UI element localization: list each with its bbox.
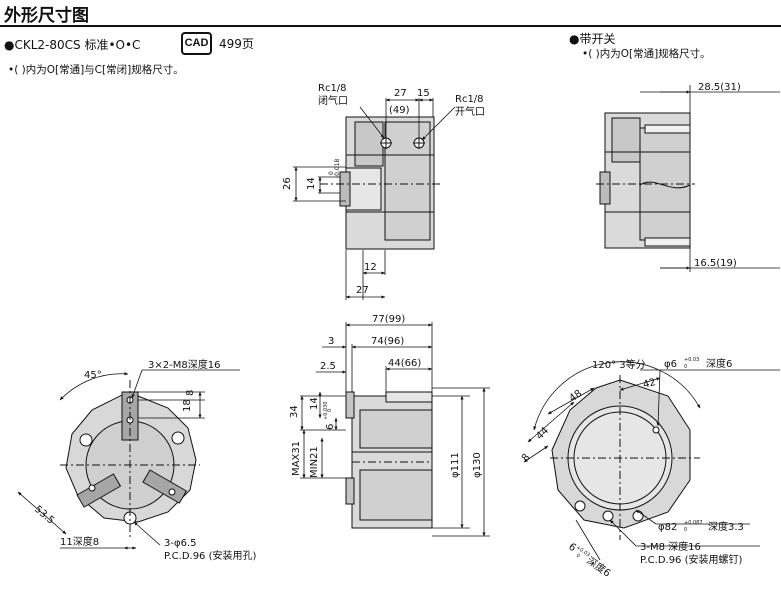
model-label: ●CKL2-80CS 标准•O•C [4,38,141,52]
dim-8-right: 8 [520,452,533,464]
dim-14-front: 14 [309,397,320,410]
pin-tol-upper: +0.03 [684,357,699,363]
dim-max31: MAX31 [291,441,302,476]
dim-44: 44 [534,425,551,442]
dim-6-front: 6 [325,424,336,430]
page-reference[interactable]: 499页 [219,37,254,51]
pcd-mount-holes: P.C.D.96 (安装用孔) [164,549,256,562]
pin-tol-lower: 0 [684,364,687,370]
center-bore: φ82 [658,522,677,533]
side-view-labels: Rc1/8 闭气口 Rc1/8 开气口 27 15 (49) 26 14 0 -… [282,83,485,296]
dim-3: 3 [328,336,334,347]
thread-m8: 3-M8 深度16 [640,540,701,553]
switch-note: •( )内为O[常通]规格尺寸。 [582,48,711,60]
dim-phi130: φ130 [472,452,483,478]
pin-diameter: φ6 [664,359,677,370]
front-view-dimensions [300,322,490,537]
dim-14: 14 [306,177,317,190]
dim-42: 42 [642,377,657,391]
dim-34: 34 [289,405,300,418]
dim-18: 18 [182,399,193,412]
switch-dim-top: 28.5(31) [698,82,741,93]
dim-2-5: 2.5 [320,361,336,372]
dim-49: (49) [389,105,410,116]
right-view-labels: 120° 3等分 φ6 +0.03 0 深度6 42 48 44 8 φ82 +… [520,357,744,580]
front-view-labels: 77(99) 74(96) 3 44(66) 2.5 34 14 6 +0.03… [289,314,483,478]
left-view-labels: 45° 3×2-M8深度16 18 8 53.5 11深度8 3-φ6.5 P.… [32,358,256,562]
page-title: 外形尺寸图 [4,6,89,26]
cad-icon[interactable]: CAD [181,32,212,55]
front-tol-lower: 0 [327,409,333,412]
dim-74-96: 74(96) [371,336,404,347]
switch-dimensions [640,85,780,272]
angle-120: 120° 3等分 [592,358,646,371]
angle-45: 45° [84,370,102,381]
switch-dim-bottom: 16.5(19) [694,258,737,269]
port-close-label: 闭气口 [318,94,348,107]
bore-tol-upper: +0.087 [684,520,703,526]
left-view-dimensions [17,369,240,550]
dim-26: 26 [282,177,293,190]
side-view [320,116,440,250]
front-view [345,391,433,529]
front-tol-upper: +0.030 [323,401,329,420]
title-rule [0,25,781,27]
dim-53-5: 53.5 [32,504,56,527]
tol-upper: 0 [328,171,335,175]
dim-27-top: 27 [394,88,407,99]
holes-spec: 3-φ6.5 [164,538,196,549]
thread-spec: 3×2-M8深度16 [148,358,220,371]
dim-77-99: 77(99) [372,314,405,325]
port-open-thread: Rc1/8 [455,94,484,105]
dim-min21: MIN21 [309,446,320,478]
dim-11-depth8: 11深度8 [60,535,99,548]
dim-8-left: 8 [185,390,196,396]
left-end-view [60,380,200,540]
switch-section-title: ●带开关 [569,32,616,46]
pin-depth: 深度6 [706,357,732,370]
port-close-thread: Rc1/8 [318,83,347,94]
tol-lower: -0.018 [334,158,341,178]
dim-12: 12 [364,262,377,273]
switch-view [596,112,695,249]
dim-15: 15 [417,88,430,99]
slot-width: 6 [566,541,578,554]
port-open-label: 开气口 [455,105,485,118]
slot-tol-lower: 0 [575,553,581,560]
dimension-note: •( )内为O[常通]与C[常闭]规格尺寸。 [8,64,184,76]
side-view-dimensions [293,98,456,300]
bore-depth: 深度3.3 [708,520,744,533]
pcd-screws: P.C.D.96 (安装用螺钉) [640,553,742,566]
dim-phi111: φ111 [450,452,461,478]
right-view-dimensions [523,361,780,561]
dim-27-bottom: 27 [356,285,369,296]
dim-44-66: 44(66) [388,358,421,369]
bore-tol-lower: 0 [684,527,687,533]
